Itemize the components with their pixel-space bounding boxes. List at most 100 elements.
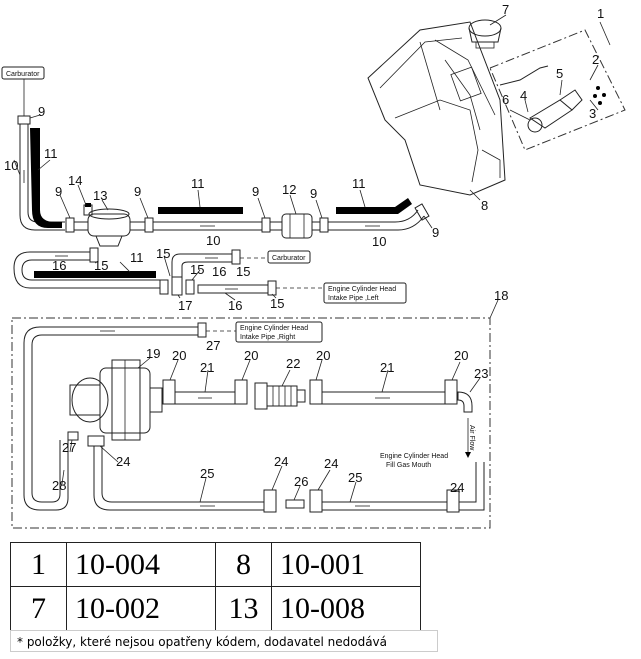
table-row: 7 10-002 13 10-008 bbox=[10, 586, 421, 631]
label-10: 10 bbox=[4, 158, 18, 173]
position-cell: 1 bbox=[10, 542, 67, 587]
label-6: 6 bbox=[502, 92, 509, 107]
label-25: 25 bbox=[200, 466, 214, 481]
label-21: 21 bbox=[200, 360, 214, 375]
label-24: 24 bbox=[324, 456, 338, 471]
hose-segment bbox=[311, 221, 321, 231]
label-20: 20 bbox=[316, 348, 330, 363]
clamp-9-c bbox=[144, 217, 154, 233]
svg-text:Engine Cylinder Head: Engine Cylinder Head bbox=[328, 286, 396, 293]
label-16: 16 bbox=[52, 258, 66, 273]
code-cell: 10-001 bbox=[271, 542, 421, 587]
label-5: 5 bbox=[556, 66, 563, 81]
clamp-9-a bbox=[17, 115, 31, 125]
label-11: 11 bbox=[191, 176, 205, 191]
clamp-20-c bbox=[309, 379, 323, 405]
table-row: 1 10-004 8 10-001 bbox=[10, 542, 421, 587]
label-11: 11 bbox=[130, 250, 144, 265]
label-9: 9 bbox=[310, 186, 317, 201]
label-15: 15 bbox=[270, 296, 284, 311]
t-fitting bbox=[159, 249, 277, 296]
label-14: 14 bbox=[68, 173, 82, 188]
parts-code-table: 1 10-004 8 10-001 7 10-002 13 10-008 bbox=[10, 542, 421, 631]
label-13: 13 bbox=[93, 188, 107, 203]
secondary-air-pump bbox=[69, 359, 163, 441]
clamp-9-d bbox=[261, 217, 271, 233]
code-cell: 10-002 bbox=[66, 586, 216, 631]
footnote: * položky, které nejsou opatřeny kódem, … bbox=[10, 630, 438, 652]
label-2: 2 bbox=[592, 52, 599, 67]
elbow-23 bbox=[457, 391, 473, 413]
label-24: 24 bbox=[274, 454, 288, 469]
position-cell: 8 bbox=[215, 542, 272, 587]
position-cell: 13 bbox=[215, 586, 272, 631]
label-17: 17 bbox=[178, 298, 192, 313]
hose-10-right bbox=[328, 209, 419, 223]
code-cell: 10-004 bbox=[66, 542, 216, 587]
callout-cylinder-head-left: Engine Cylinder Head Intake Pipe ,Left bbox=[276, 282, 407, 304]
label-10: 10 bbox=[372, 234, 386, 249]
position-numbers: 1 2 3 4 5 6 7 8 9 10 11 9 14 13 9 11 9 1… bbox=[4, 2, 604, 495]
label-20: 20 bbox=[172, 348, 186, 363]
hose-segment bbox=[73, 221, 89, 231]
fuel-gauge-sender-kit bbox=[489, 29, 626, 151]
label-9: 9 bbox=[134, 184, 141, 199]
label-11: 11 bbox=[44, 146, 58, 161]
label-15: 15 bbox=[94, 258, 108, 273]
fuel-system-exploded-diagram: Carburator bbox=[1, 2, 626, 529]
callout-carburator-top: Carburator bbox=[1, 66, 45, 116]
label-15: 15 bbox=[236, 264, 250, 279]
code-cell: 10-008 bbox=[271, 586, 421, 631]
label-9: 9 bbox=[252, 184, 259, 199]
clamp-20-a bbox=[162, 379, 176, 405]
svg-text:Fill Gas Mouth: Fill Gas Mouth bbox=[386, 462, 431, 469]
hose-segment bbox=[129, 221, 146, 231]
label-10: 10 bbox=[206, 233, 220, 248]
callout-carburator-mid: Carburator bbox=[240, 250, 311, 264]
clamp-27-bottom bbox=[67, 431, 79, 441]
clamp-15-a bbox=[89, 247, 99, 263]
label-16: 16 bbox=[228, 298, 242, 313]
label-26: 26 bbox=[294, 474, 308, 489]
hose-28-return bbox=[23, 326, 198, 511]
sleeve-11-d bbox=[34, 271, 156, 278]
label-4: 4 bbox=[520, 88, 527, 103]
label-7: 7 bbox=[502, 2, 509, 17]
air-pump-assembly-box bbox=[11, 317, 491, 529]
label-27: 27 bbox=[206, 338, 220, 353]
position-cell: 7 bbox=[10, 586, 67, 631]
hose-10-left bbox=[19, 124, 65, 231]
label-9: 9 bbox=[432, 225, 439, 240]
clamp-9-e bbox=[319, 217, 329, 233]
label-8: 8 bbox=[481, 198, 488, 213]
fuel-tank bbox=[367, 21, 506, 196]
label-20: 20 bbox=[244, 348, 258, 363]
label-15: 15 bbox=[190, 262, 204, 277]
label-23: 23 bbox=[474, 366, 488, 381]
svg-text:Intake Pipe ,Left: Intake Pipe ,Left bbox=[328, 295, 379, 302]
label-9: 9 bbox=[55, 184, 62, 199]
label-9: 9 bbox=[38, 104, 45, 119]
label-28: 28 bbox=[52, 478, 66, 493]
clamp-9-b bbox=[65, 217, 75, 233]
fuel-pump bbox=[83, 203, 131, 247]
sleeve-11-c bbox=[336, 198, 412, 214]
hose-16-loop bbox=[13, 251, 160, 289]
leaders bbox=[13, 14, 611, 503]
label-24: 24 bbox=[450, 480, 464, 495]
clamp-20-b bbox=[234, 379, 248, 405]
tank-cap bbox=[468, 19, 502, 49]
air-flow-label: Air Flow bbox=[468, 425, 475, 451]
hose-segment bbox=[269, 221, 283, 231]
label-25: 25 bbox=[348, 470, 362, 485]
label-19: 19 bbox=[146, 346, 160, 361]
air-filter bbox=[254, 382, 306, 410]
label-27: 27 bbox=[62, 440, 76, 455]
hose-25-bottom bbox=[93, 446, 485, 513]
sleeve-11-a bbox=[30, 128, 62, 228]
svg-text:Intake Pipe ,Right: Intake Pipe ,Right bbox=[240, 334, 295, 341]
label-16: 16 bbox=[212, 264, 226, 279]
svg-text:Engine Cylinder Head: Engine Cylinder Head bbox=[240, 325, 308, 332]
clamp-20-d bbox=[444, 379, 458, 405]
label-11: 11 bbox=[352, 176, 366, 191]
